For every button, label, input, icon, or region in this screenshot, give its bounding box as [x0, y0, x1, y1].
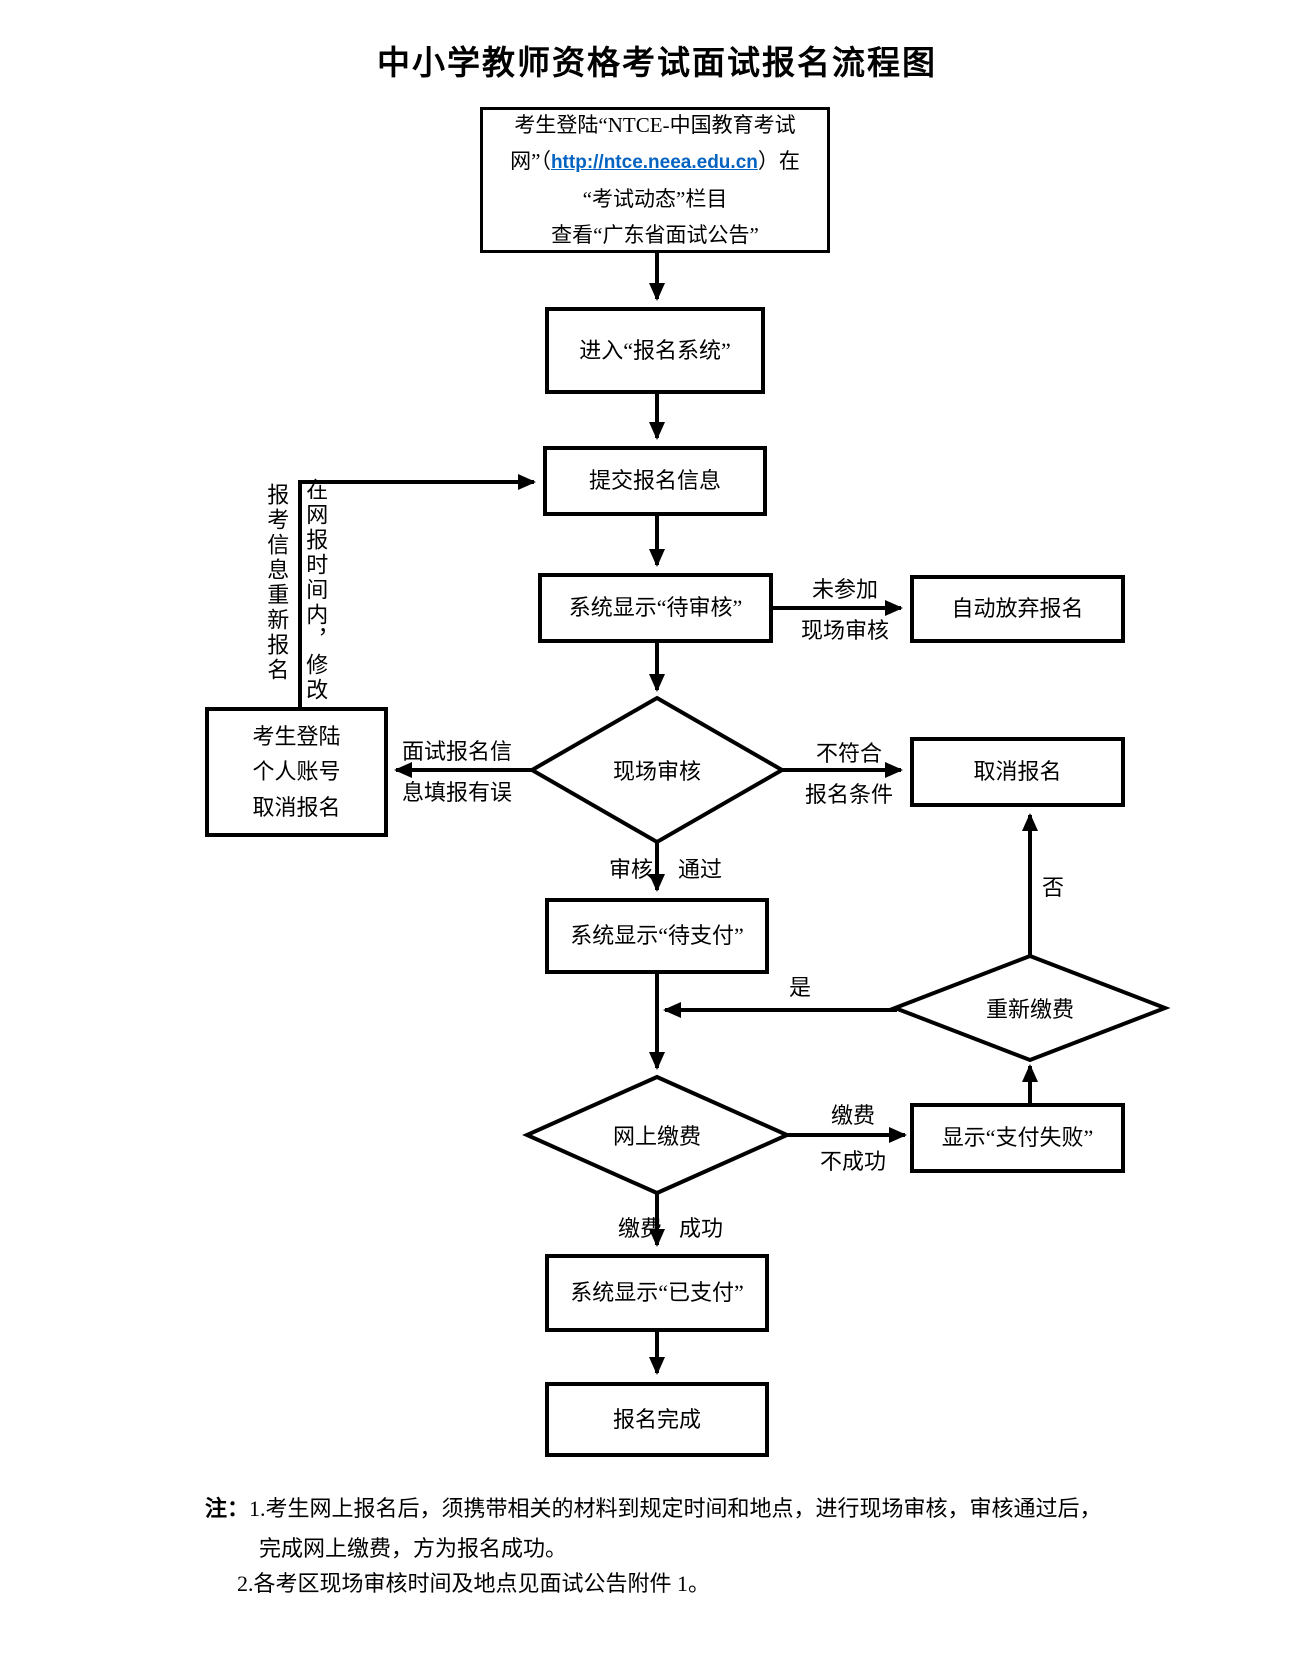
note-item1: 1.考生网上报名后，须携带相关的材料到规定时间和地点，进行现场审核，审核通过后，: [249, 1496, 1102, 1521]
page-title: 中小学教师资格考试面试报名流程图: [377, 46, 937, 82]
start-line2: 网”（http://ntce.neea.edu.cn）在: [510, 143, 800, 181]
note-line3: 2.各考区现场审核时间及地点见面试公告附件 1。: [237, 1571, 711, 1596]
onsite-review-diamond: [527, 695, 787, 845]
pending-pay-box: 系统显示“待支付”: [545, 898, 769, 974]
online-pay-label: 网上缴费: [612, 1124, 702, 1149]
label-fee-fail-1: 缴费: [830, 1103, 876, 1128]
label-not-attend-1: 未参加: [811, 577, 879, 602]
login-cancel-box: 考生登陆 个人账号 取消报名: [205, 707, 388, 837]
start-line1: 考生登陆“NTCE-中国教育考试: [514, 113, 796, 137]
repay-label: 重新缴费: [985, 997, 1075, 1022]
auto-abandon-box: 自动放弃报名: [910, 575, 1125, 643]
ntce-link[interactable]: http://ntce.neea.edu.cn: [550, 152, 758, 173]
label-not-match-2: 报名条件: [804, 782, 894, 807]
start-box: 考生登陆“NTCE-中国教育考试 网”（http://ntce.neea.edu…: [480, 107, 830, 253]
label-pass: 通过: [677, 857, 723, 882]
label-fee-fail-2: 不成功: [819, 1149, 887, 1174]
note-line1: 注：1.考生网上报名后，须携带相关的材料到规定时间和地点，进行现场审核，审核通过…: [205, 1491, 1102, 1523]
start-line2-prefix: 网”（: [510, 149, 551, 173]
note-line2: 完成网上缴费，方为报名成功。: [259, 1536, 568, 1561]
label-not-match-1: 不符合: [815, 741, 883, 766]
login-cancel-line3: 取消报名: [252, 794, 341, 820]
label-not-attend-2: 现场审核: [800, 618, 890, 643]
done-box: 报名完成: [545, 1382, 769, 1457]
login-cancel-line2: 个人账号: [252, 759, 341, 785]
label-fee-ok-1: 缴费: [617, 1216, 663, 1241]
start-line2-suffix: ）在: [757, 149, 800, 173]
label-no: 否: [1041, 875, 1065, 900]
label-info-error-2: 息填报有误: [401, 780, 513, 805]
pay-fail-box: 显示“支付失败”: [910, 1103, 1125, 1173]
paid-box: 系统显示“已支付”: [545, 1254, 769, 1332]
vertical-label-modify: 在网报时间内，修改: [303, 478, 329, 703]
cancel-box: 取消报名: [910, 737, 1125, 807]
repay-diamond: [889, 953, 1171, 1063]
label-yes: 是: [788, 975, 812, 1000]
label-fee-ok-2: 成功: [678, 1216, 724, 1241]
onsite-review-label: 现场审核: [612, 759, 702, 784]
submit-info-box: 提交报名信息: [543, 446, 767, 516]
vertical-label-rereg: 报考信息重新报名: [264, 483, 290, 683]
label-info-error-1: 面试报名信: [401, 739, 513, 764]
enter-system-box: 进入“报名系统”: [545, 307, 765, 394]
label-review: 审核: [608, 857, 654, 882]
pending-review-box: 系统显示“待审核”: [538, 573, 773, 643]
login-cancel-line1: 考生登陆: [252, 724, 341, 750]
start-line3: “考试动态”栏目: [582, 187, 728, 211]
start-line4: 查看“广东省面试公告”: [551, 223, 759, 247]
note-label: 注：: [205, 1496, 250, 1521]
online-pay-diamond: [522, 1074, 792, 1196]
